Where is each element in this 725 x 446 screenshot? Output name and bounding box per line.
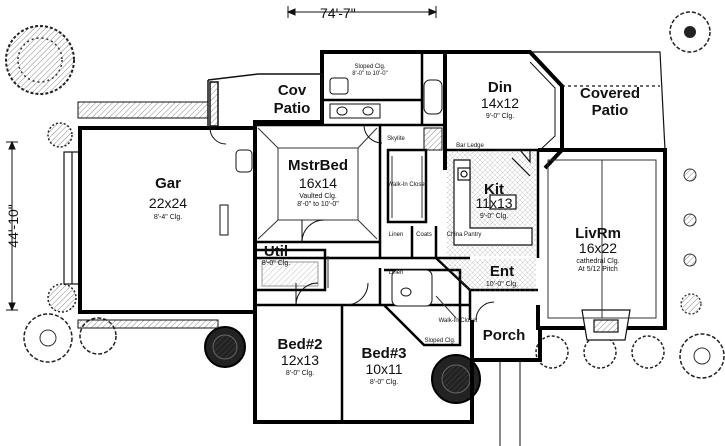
- bed2-ceiling: 8'-0" Clg.: [286, 370, 314, 377]
- bed3-ceiling: 8'-0" Clg.: [370, 379, 398, 386]
- kitchen-fixtures: [453, 149, 533, 246]
- door-swings: [209, 124, 495, 321]
- hedge-strip: [77, 101, 209, 119]
- livrm-size: 16x22: [579, 240, 617, 256]
- bed3-size: 10x11: [365, 361, 402, 377]
- width-dimension: 74'-7": [320, 5, 356, 21]
- walkin-closet-master-label: Walk-In Closet: [388, 182, 427, 188]
- mstrbed-label: MstrBed: [288, 157, 348, 174]
- mstrbed-ceiling-1: Vaulted Clg.: [299, 193, 337, 200]
- bed3-label: Bed#3: [361, 345, 406, 362]
- cov-patio-label-2: Patio: [274, 100, 311, 117]
- livrm-label: LivRm: [575, 225, 621, 242]
- driveway: [63, 151, 81, 285]
- sloped-clg-bath-label: Sloped Clg.: [354, 64, 385, 70]
- gar-ceiling: 8'-4" Clg.: [154, 214, 182, 221]
- bathroom-fixtures: [235, 77, 443, 307]
- porch-label: Porch: [483, 327, 526, 344]
- garage-window: [219, 204, 229, 236]
- sloped-clg-bed3-label: Sloped Clg.: [424, 338, 455, 344]
- gar-size: 22x24: [149, 195, 187, 211]
- util-ceiling: 8'-0" Clg.: [262, 260, 290, 267]
- sloped-clg-bath-range: 8'-0" to 10'-0": [352, 71, 388, 77]
- gar-label: Gar: [155, 175, 181, 192]
- bed2-label: Bed#2: [277, 336, 322, 353]
- bar-ledge-label: Bar Ledge: [456, 143, 484, 149]
- closet-details: [261, 156, 457, 319]
- mstrbed-vaulted-ceiling: [257, 127, 378, 240]
- coats-label: Coats: [416, 232, 432, 238]
- livrm-ceiling-2: At 5/12 Pitch: [578, 266, 618, 273]
- linen-2-label: Linen: [389, 270, 404, 276]
- covered-patio-label-2: Patio: [592, 102, 629, 119]
- porch-walk: [499, 360, 521, 446]
- fireplace: [581, 309, 631, 341]
- mstrbed-ceiling-2: 8'-0" to 10'-0": [297, 201, 339, 208]
- walkin-closet-bed3-label: Walk-In Closet: [439, 318, 478, 324]
- bottom-hedge-strip: [77, 319, 219, 329]
- skylite-label: Skylite: [387, 136, 405, 142]
- din-label: Din: [488, 79, 512, 96]
- mstrbed-size: 16x14: [299, 175, 337, 191]
- dining-bay-window: [529, 61, 556, 151]
- kit-label: Kit: [484, 181, 504, 198]
- china-pantry-label: China Pantry: [447, 232, 482, 238]
- kit-size: 11x13: [475, 195, 512, 211]
- covered-patio-label: Covered: [580, 85, 640, 102]
- covered-patio-outline: [530, 51, 666, 151]
- depth-dimension: 44'-10": [5, 204, 21, 247]
- ent-ceiling: 10'-0" Clg.: [486, 281, 518, 288]
- depth-dimension-line: [6, 140, 18, 312]
- din-size: 14x12: [481, 95, 519, 111]
- util-label: Util: [264, 243, 288, 260]
- kit-ceiling: 9'-0" Clg.: [480, 213, 508, 220]
- din-ceiling: 9'-0" Clg.: [486, 113, 514, 120]
- entry-tile-floor: [438, 258, 536, 292]
- cov-patio-label: Cov: [278, 82, 307, 99]
- ent-label: Ent: [490, 263, 514, 280]
- livrm-ceiling-lines: [547, 159, 657, 319]
- linen-1-label: Linen: [389, 232, 404, 238]
- width-dimension-line: [286, 6, 438, 18]
- cov-patio-outline: [207, 73, 323, 128]
- bed2-size: 12x13: [281, 352, 319, 368]
- livrm-ceiling-1: cathedral Clg.: [576, 258, 619, 265]
